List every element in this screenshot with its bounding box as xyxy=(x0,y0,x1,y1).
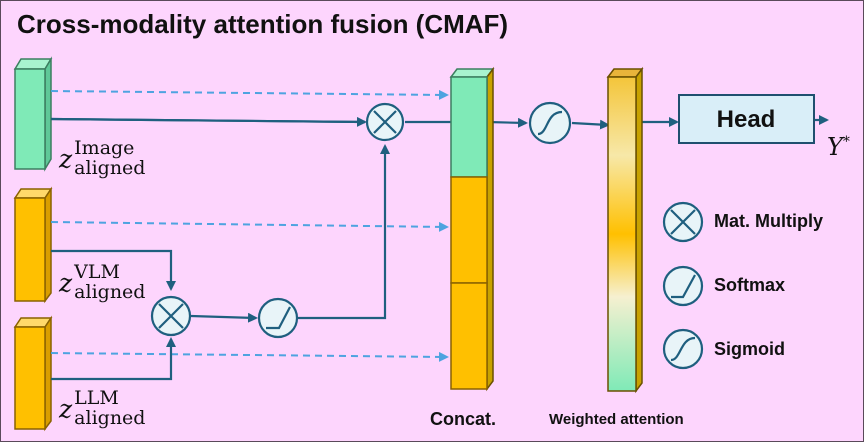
llm-embedding-block xyxy=(13,315,53,432)
head-label: Head xyxy=(717,106,776,133)
dashed-arrow-llm xyxy=(50,351,449,362)
arrow-sigmoid-to-weighted xyxy=(571,119,610,130)
arrow-image-to-multiply-head xyxy=(50,116,367,127)
weighted-attention-bar xyxy=(606,66,644,394)
head-box: Head xyxy=(678,94,815,144)
image-embedding-block xyxy=(13,56,53,172)
legend-mat-multiply-label: Mat. Multiply xyxy=(714,211,823,231)
legend-mat-multiply-icon xyxy=(662,201,704,243)
dashed-arrow-vlm xyxy=(50,221,449,232)
vlm-embedding-block xyxy=(13,186,53,304)
arrow-vlm-to-multiply xyxy=(51,249,176,291)
mat-multiply-icon xyxy=(365,102,405,142)
legend-sigmoid-icon xyxy=(662,328,704,370)
concat-label: Concat. xyxy=(430,409,497,429)
softmax-icon xyxy=(257,297,299,339)
output-label: Y* xyxy=(827,133,850,161)
weighted-attention-label: Weighted attention xyxy=(549,411,684,428)
dashed-arrow-image xyxy=(50,89,449,100)
diagram-title: Cross-modality attention fusion (CMAF) xyxy=(17,9,509,39)
arrow-softmax-to-multiply xyxy=(298,144,390,320)
arrow-multiply-to-softmax xyxy=(190,312,258,323)
sigmoid-icon xyxy=(528,101,572,145)
arrow-llm-to-multiply xyxy=(51,337,176,381)
legend-softmax-icon xyxy=(662,265,704,307)
concat-block xyxy=(449,66,495,392)
mat-multiply-icon xyxy=(150,295,192,337)
legend-softmax-label: Softmax xyxy=(714,275,786,295)
legend-sigmoid-label: Sigmoid xyxy=(714,339,785,359)
